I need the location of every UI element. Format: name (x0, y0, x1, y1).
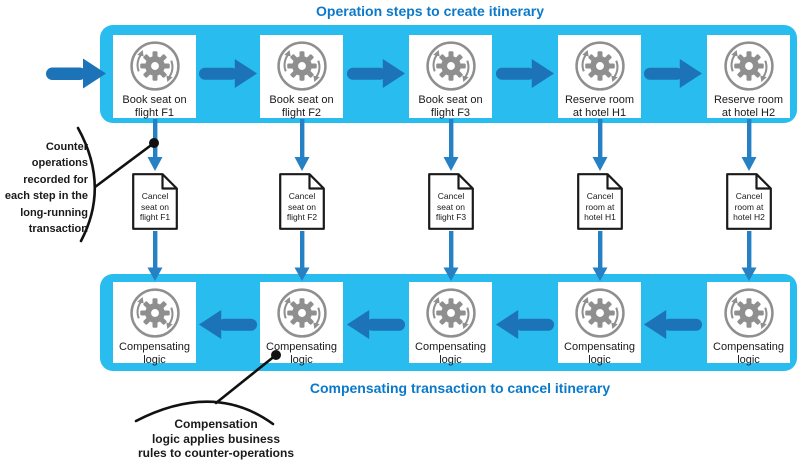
counter-operation-doc-2: Cancel seat on flight F2 (279, 173, 325, 230)
process-gear-icon (128, 39, 182, 93)
process-gear-icon (573, 286, 627, 340)
record-arrow-down-icon (592, 119, 608, 171)
process-gear-icon (424, 39, 478, 93)
counter-operation-doc-4: Cancel room at hotel H1 (577, 173, 623, 230)
compensating-step-5: Compensating logic (707, 282, 790, 366)
process-gear-icon (275, 39, 329, 93)
counter-operation-label: Cancel seat on flight F2 (286, 191, 318, 222)
record-arrow-down-icon (741, 119, 757, 171)
bottom-annotation-text: Compensation logic applies business rule… (137, 417, 295, 461)
flow-arrow-left-icon (346, 308, 406, 341)
operation-step-3: Book seat on flight F3 (409, 35, 492, 119)
counter-operation-doc-5: Cancel room at hotel H2 (726, 173, 772, 230)
operation-step-label: Reserve room at hotel H1 (564, 94, 635, 119)
flow-entry-arrow-right-icon (45, 57, 107, 90)
process-gear-icon (722, 39, 776, 93)
compensating-step-1: Compensating logic (113, 282, 196, 366)
compensating-step-label: Compensating logic (415, 341, 486, 366)
operation-step-1: Book seat on flight F1 (113, 35, 196, 119)
flow-arrow-left-icon (643, 308, 703, 341)
top-band-title: Operation steps to create itinerary (316, 3, 544, 19)
process-gear-icon (722, 286, 776, 340)
left-annotation-text: Counter operations recorded for each ste… (4, 141, 88, 236)
compensating-step-label: Compensating logic (119, 341, 190, 366)
compensating-step-4: Compensating logic (558, 282, 641, 366)
compensating-step-3: Compensating logic (409, 282, 492, 366)
counter-operation-doc-3: Cancel seat on flight F3 (428, 173, 474, 230)
record-arrow-down-icon (147, 119, 163, 171)
operation-step-label: Reserve room at hotel H2 (713, 94, 784, 119)
apply-arrow-down-icon (443, 231, 459, 281)
operation-step-label: Book seat on flight F1 (122, 94, 187, 119)
flow-arrow-right-icon (346, 57, 406, 90)
flow-arrow-right-icon (495, 57, 555, 90)
process-gear-icon (275, 286, 329, 340)
compensating-step-2: Compensating logic (260, 282, 343, 366)
compensating-step-label: Compensating logic (266, 341, 337, 366)
flow-arrow-right-icon (198, 57, 258, 90)
counter-operation-label: Cancel room at hotel H2 (733, 191, 765, 222)
operation-step-2: Book seat on flight F2 (260, 35, 343, 119)
apply-arrow-down-icon (741, 231, 757, 281)
operation-step-label: Book seat on flight F3 (418, 94, 483, 119)
apply-arrow-down-icon (147, 231, 163, 281)
process-gear-icon (573, 39, 627, 93)
flow-arrow-left-icon (198, 308, 258, 341)
record-arrow-down-icon (294, 119, 310, 171)
counter-operation-label: Cancel seat on flight F3 (435, 191, 467, 222)
compensating-step-label: Compensating logic (713, 341, 784, 366)
process-gear-icon (128, 286, 182, 340)
record-arrow-down-icon (443, 119, 459, 171)
operation-step-label: Book seat on flight F2 (269, 94, 334, 119)
operation-step-5: Reserve room at hotel H2 (707, 35, 790, 119)
flow-arrow-right-icon (643, 57, 703, 90)
apply-arrow-down-icon (592, 231, 608, 281)
counter-operation-doc-1: Cancel seat on flight F1 (132, 173, 178, 230)
counter-operation-label: Cancel room at hotel H1 (584, 191, 616, 222)
bottom-band-title: Compensating transaction to cancel itine… (309, 380, 611, 396)
compensating-step-label: Compensating logic (564, 341, 635, 366)
operation-step-4: Reserve room at hotel H1 (558, 35, 641, 119)
process-gear-icon (424, 286, 478, 340)
flow-arrow-left-icon (495, 308, 555, 341)
apply-arrow-down-icon (294, 231, 310, 281)
counter-operation-label: Cancel seat on flight F1 (139, 191, 171, 222)
